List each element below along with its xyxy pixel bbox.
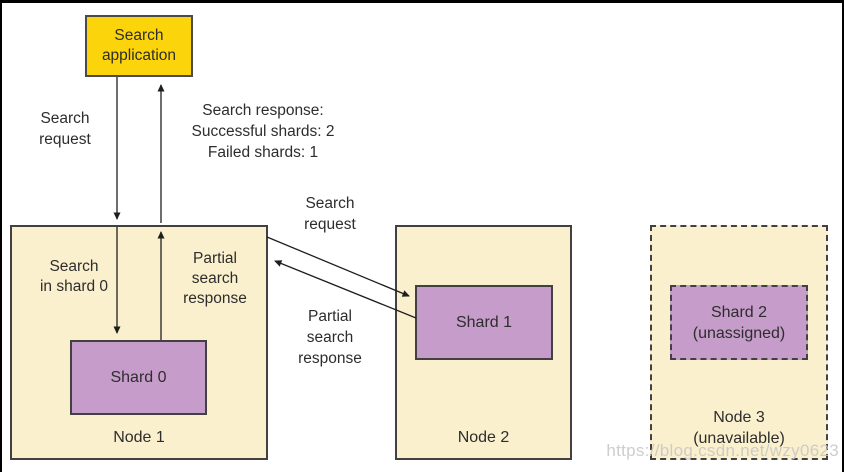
shard-1-box: Shard 1 <box>415 285 553 360</box>
label-search-request-node1-to-shard1: Search request <box>304 195 356 233</box>
shard-1-label: Shard 1 <box>455 314 513 331</box>
shard-2-label: Shard 2 (unassigned) <box>692 303 786 342</box>
label-search-in-shard0: Search in shard 0 <box>39 258 109 295</box>
frame-right-border <box>842 0 844 472</box>
node-2-box: Shard 1 Node 2 <box>395 225 572 460</box>
node-1-box: Search in shard 0 Partial search respons… <box>10 225 268 460</box>
shard-2-box: Shard 2 (unassigned) <box>670 285 808 360</box>
frame-top-border <box>0 0 844 3</box>
label-search-request-app-to-node1: Search request <box>39 110 91 148</box>
label-partial-search-response-node1: Partial search response <box>183 250 247 307</box>
arrow-search-request-node1-to-shard1 <box>266 236 410 297</box>
label-partial-search-response-shard1: Partial search response <box>298 308 362 367</box>
node-3-box: Shard 2 (unassigned) Node 3 (unavailable… <box>650 225 828 460</box>
search-application-box: Search application <box>85 15 193 77</box>
label-search-response-summary: Search response: Successful shards: 2 Fa… <box>191 102 335 161</box>
node-2-label: Node 2 <box>457 429 510 446</box>
csdn-watermark: https://blog.csdn.net/wzy0623 <box>606 441 839 460</box>
frame-left-border <box>0 0 2 472</box>
shard-0-box: Shard 0 <box>70 340 207 415</box>
shard-0-label: Shard 0 <box>110 369 167 386</box>
node-3-label: Node 3 (unavailable) <box>693 409 785 447</box>
search-application-label: Search application <box>101 27 177 64</box>
node-1-label: Node 1 <box>113 429 165 446</box>
